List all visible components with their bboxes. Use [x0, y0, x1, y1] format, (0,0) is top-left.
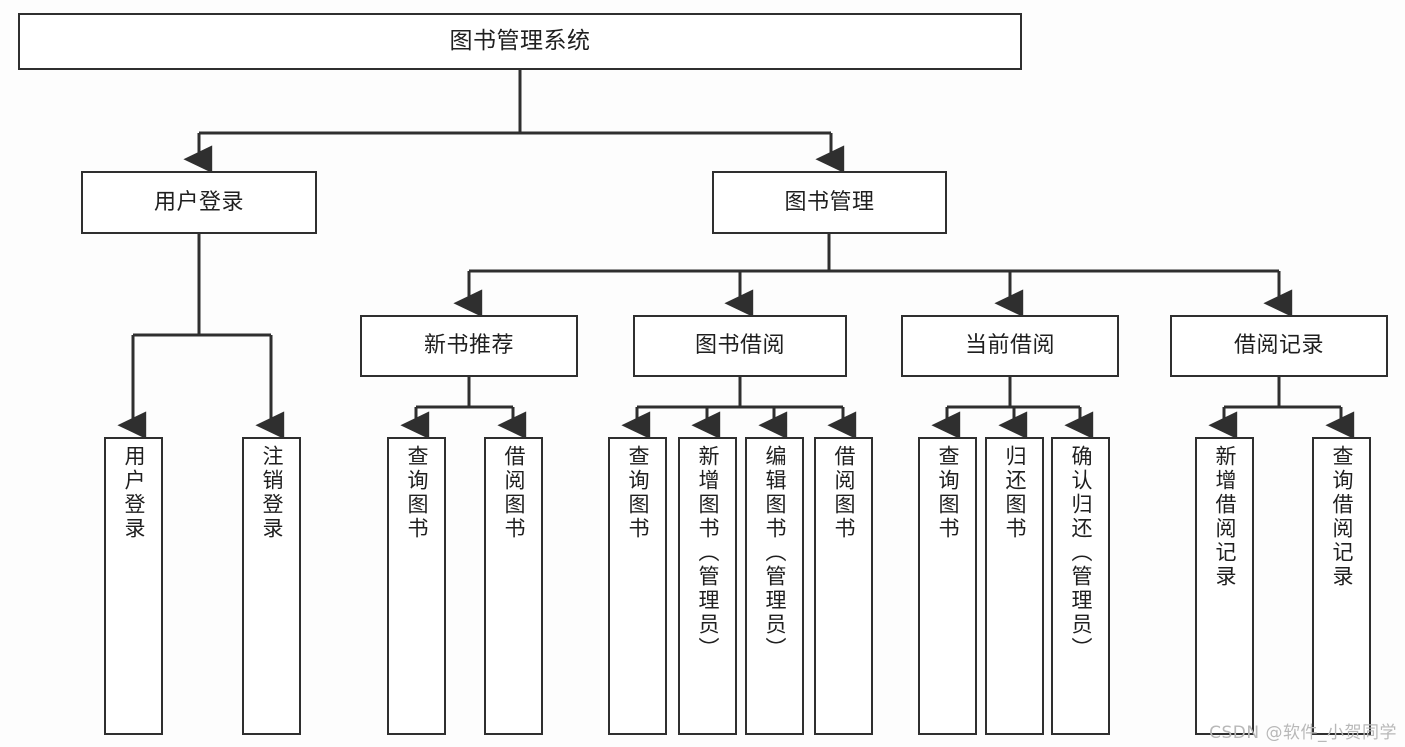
node-book-manage[interactable]: 图书管理: [712, 171, 947, 234]
node-book-manage-label: 图书管理: [784, 189, 875, 215]
leaf-borrow-book-1[interactable]: 借阅图书: [484, 437, 543, 735]
leaf-add-book-label: 新增图书（管理员）: [696, 445, 720, 661]
leaf-add-book[interactable]: 新增图书（管理员）: [678, 437, 737, 735]
node-book-borrow-label: 图书借阅: [694, 333, 785, 359]
node-borrow-record[interactable]: 借阅记录: [1170, 315, 1388, 377]
node-current-borrow-label: 当前借阅: [964, 333, 1055, 359]
node-new-book-recommend-label: 新书推荐: [423, 333, 514, 359]
watermark: CSDN @软件_小贺同学: [1209, 723, 1397, 743]
leaf-confirm-return-label: 确认归还（管理员）: [1069, 445, 1093, 661]
node-current-borrow[interactable]: 当前借阅: [901, 315, 1119, 377]
leaf-add-record-label: 新增借阅记录: [1213, 445, 1237, 589]
leaf-query-record-label: 查询借阅记录: [1330, 445, 1354, 589]
node-borrow-record-label: 借阅记录: [1233, 333, 1324, 359]
leaf-borrow-book-2-label: 借阅图书: [832, 445, 856, 541]
leaf-user-login-label: 用户登录: [122, 445, 146, 541]
node-book-borrow[interactable]: 图书借阅: [633, 315, 847, 377]
leaf-query-book-2[interactable]: 查询图书: [608, 437, 667, 735]
leaf-query-book-1-label: 查询图书: [405, 445, 429, 541]
leaf-edit-book[interactable]: 编辑图书（管理员）: [745, 437, 804, 735]
leaf-edit-book-label: 编辑图书（管理员）: [763, 445, 787, 661]
leaf-query-record[interactable]: 查询借阅记录: [1312, 437, 1371, 735]
leaf-add-record[interactable]: 新增借阅记录: [1195, 437, 1254, 735]
leaf-logout-login-label: 注销登录: [260, 445, 284, 541]
node-user-login[interactable]: 用户登录: [81, 171, 317, 234]
node-root-label: 图书管理系统: [449, 28, 591, 55]
leaf-query-book-2-label: 查询图书: [626, 445, 650, 541]
leaf-confirm-return[interactable]: 确认归还（管理员）: [1051, 437, 1110, 735]
leaf-return-book[interactable]: 归还图书: [985, 437, 1044, 735]
leaf-logout-login[interactable]: 注销登录: [242, 437, 301, 735]
leaf-query-book-3-label: 查询图书: [936, 445, 960, 541]
leaf-user-login[interactable]: 用户登录: [104, 437, 163, 735]
leaf-query-book-1[interactable]: 查询图书: [387, 437, 446, 735]
leaf-return-book-label: 归还图书: [1003, 445, 1027, 541]
leaf-borrow-book-1-label: 借阅图书: [502, 445, 526, 541]
node-user-login-label: 用户登录: [153, 189, 244, 215]
node-root[interactable]: 图书管理系统: [18, 13, 1022, 70]
node-new-book-recommend[interactable]: 新书推荐: [360, 315, 578, 377]
leaf-borrow-book-2[interactable]: 借阅图书: [814, 437, 873, 735]
leaf-query-book-3[interactable]: 查询图书: [918, 437, 977, 735]
